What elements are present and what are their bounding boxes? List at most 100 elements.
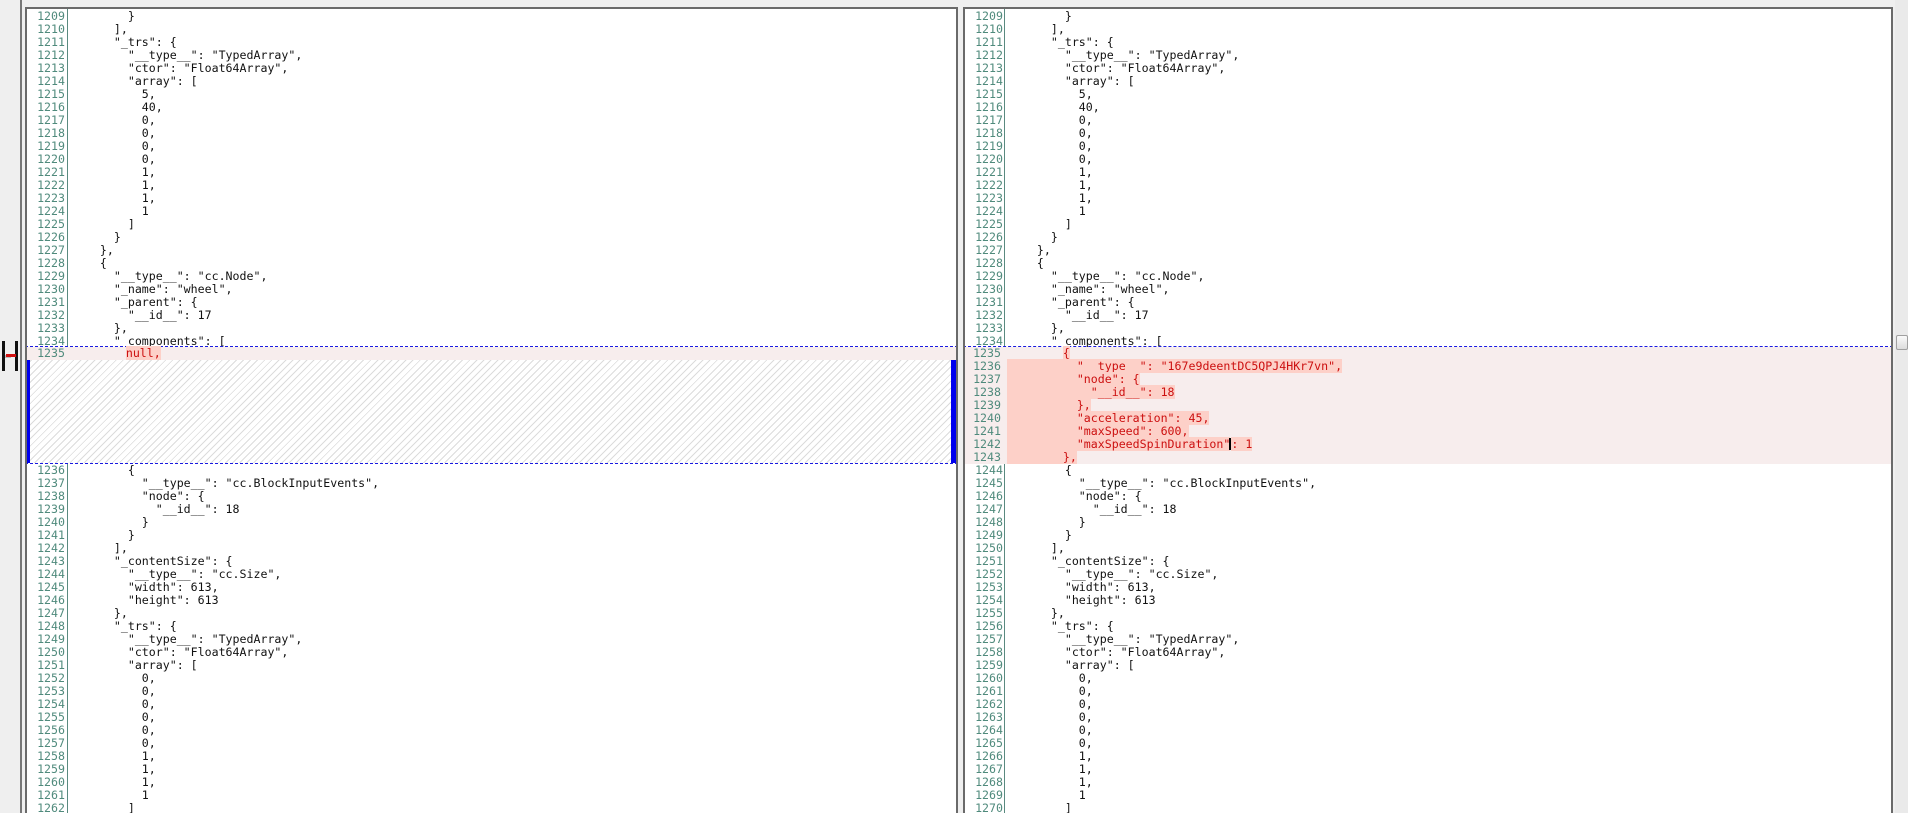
line-number: 1256 <box>975 619 1003 633</box>
line-number: 1240 <box>973 411 1001 425</box>
line-number: 1237 <box>973 372 1001 386</box>
code-text: { <box>1009 463 1072 477</box>
line-number: 1261 <box>975 684 1003 698</box>
code-line: 1246 "node": { <box>965 490 1891 503</box>
code-text: "__type__": "TypedArray", <box>1009 632 1240 646</box>
line-number: 1243 <box>973 450 1001 464</box>
diff-location-marker-left[interactable] <box>2 341 5 371</box>
line-number: 1234 <box>975 334 1003 348</box>
line-number: 1264 <box>975 723 1003 737</box>
code-line: 1213 "ctor": "Float64Array", <box>965 62 1891 75</box>
changed-code-line: 1243 }, <box>965 450 1891 464</box>
line-number: 1243 <box>37 554 65 568</box>
diff-location-marker-right[interactable] <box>15 341 18 371</box>
line-number: 1251 <box>975 554 1003 568</box>
code-line: 1231 "_parent": { <box>27 296 956 309</box>
code-line: 1228 { <box>27 257 956 270</box>
line-number: 1255 <box>975 606 1003 620</box>
code-text: } <box>72 230 121 244</box>
line-number: 1259 <box>975 658 1003 672</box>
code-text: 1, <box>72 191 156 205</box>
code-line: 1257 "__type__": "TypedArray", <box>965 633 1891 646</box>
vertical-scrollbar[interactable] <box>1895 0 1908 813</box>
line-number: 1238 <box>973 385 1001 399</box>
diff-block[interactable]: 1235 {1236 "__type__": "167e9deentDC5QPJ… <box>965 346 1891 464</box>
code-line: 1264 0, <box>965 724 1891 737</box>
line-number: 1217 <box>975 113 1003 127</box>
code-text: null, <box>70 346 161 360</box>
line-number: 1250 <box>37 645 65 659</box>
code-line: 1266 1, <box>965 750 1891 763</box>
line-number: 1265 <box>975 736 1003 750</box>
changed-code-line: 1240 "acceleration": 45, <box>965 411 1891 425</box>
changed-text: "__id__": 18 <box>1090 385 1175 399</box>
code-text: ], <box>72 541 128 555</box>
left-file-pane[interactable]: 1209 }1210 ],1211 "_trs": {1212 "__type_… <box>25 7 958 813</box>
code-line: 1219 0, <box>965 140 1891 153</box>
code-line: 1209 } <box>27 10 956 23</box>
code-text: ], <box>1009 541 1065 555</box>
line-number: 1237 <box>37 476 65 490</box>
code-line: 1253 0, <box>27 685 956 698</box>
code-text: "_contentSize": { <box>72 554 233 568</box>
line-number: 1242 <box>973 437 1001 451</box>
code-text: 1, <box>1009 165 1093 179</box>
line-number: 1248 <box>975 515 1003 529</box>
code-line: 1209 } <box>965 10 1891 23</box>
line-number: 1219 <box>37 139 65 153</box>
code-line: 1245 "__type__": "cc.BlockInputEvents", <box>965 477 1891 490</box>
line-number: 1214 <box>975 74 1003 88</box>
code-text: 0, <box>1009 710 1093 724</box>
line-number: 1232 <box>975 308 1003 322</box>
code-text: "__type__": "TypedArray", <box>72 48 303 62</box>
code-line: 1254 "height": 613 <box>965 594 1891 607</box>
code-line: 1261 0, <box>965 685 1891 698</box>
right-file-pane[interactable]: 1209 }1210 ],1211 "_trs": {1212 "__type_… <box>963 7 1893 813</box>
code-text: 0, <box>1009 113 1093 127</box>
code-text: "__type__": "cc.Node", <box>1009 269 1205 283</box>
code-text: 0, <box>1009 152 1093 166</box>
code-line: 1223 1, <box>27 192 956 205</box>
scrollbar-thumb[interactable] <box>1896 335 1908 350</box>
line-number: 1261 <box>37 788 65 802</box>
line-number: 1224 <box>37 204 65 218</box>
code-line: 1270 ] <box>965 802 1891 813</box>
code-line: 1225 ] <box>27 218 956 231</box>
line-number: 1238 <box>37 489 65 503</box>
line-number: 1252 <box>37 671 65 685</box>
code-text: "__type__": "167e9deentDC5QPJ4HKr7vn", <box>1007 359 1891 373</box>
line-number: 1226 <box>37 230 65 244</box>
code-text: 1, <box>72 165 156 179</box>
line-number: 1216 <box>975 100 1003 114</box>
code-text: }, <box>1007 450 1891 464</box>
code-text: "_components": [ <box>1009 334 1163 348</box>
changed-text: "acceleration": 45, <box>1076 411 1210 425</box>
code-text: "ctor": "Float64Array", <box>72 645 289 659</box>
changed-code-line: 1236 "__type__": "167e9deentDC5QPJ4HKr7v… <box>965 359 1891 373</box>
line-number: 1253 <box>975 580 1003 594</box>
code-line: 1253 "width": 613, <box>965 581 1891 594</box>
code-line: 1230 "_name": "wheel", <box>27 283 956 296</box>
changed-text: : 1 <box>1231 437 1253 451</box>
line-number: 1263 <box>975 710 1003 724</box>
diff-block[interactable]: 1235 null, <box>27 346 956 464</box>
line-number: 1258 <box>37 749 65 763</box>
line-number: 1255 <box>37 710 65 724</box>
code-text: "ctor": "Float64Array", <box>72 61 289 75</box>
code-line: 1259 "array": [ <box>965 659 1891 672</box>
code-text: 0, <box>72 736 156 750</box>
line-number: 1221 <box>975 165 1003 179</box>
code-line: 1269 1 <box>965 789 1891 802</box>
code-text: "__type__": "cc.Node", <box>72 269 268 283</box>
changed-text: }, <box>1062 450 1077 464</box>
code-text: 1 <box>72 788 149 802</box>
line-number: 1215 <box>37 87 65 101</box>
code-text: 0, <box>72 671 156 685</box>
code-line: 1243 "_contentSize": { <box>27 555 956 568</box>
code-line: 1226 } <box>965 231 1891 244</box>
code-line: 1250 ], <box>965 542 1891 555</box>
current-diff-indicator[interactable] <box>6 354 16 357</box>
code-line: 1233 }, <box>965 322 1891 335</box>
code-line: 1220 0, <box>27 153 956 166</box>
code-line: 1267 1, <box>965 763 1891 776</box>
